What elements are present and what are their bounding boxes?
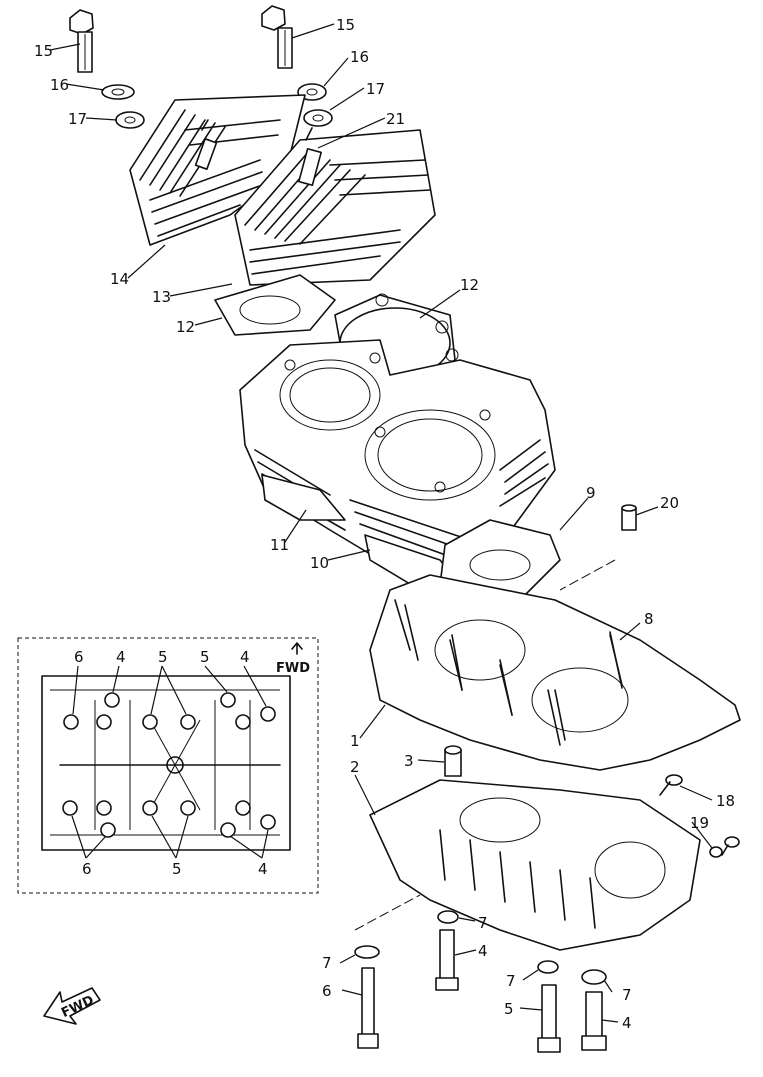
cylinder-head-bolt-right: [261, 5, 293, 69]
callout-7-c: 7: [506, 972, 516, 990]
callout-21: 21: [386, 110, 405, 128]
inset-label-4-bottom: 4: [258, 860, 268, 878]
spark-plug-right: [298, 127, 322, 187]
washer-7-a: [437, 910, 459, 924]
inset-label-4-top-right: 4: [240, 648, 250, 666]
callout-6: 6: [322, 982, 332, 1000]
upper-crankcase: [369, 574, 741, 771]
washer-16-left: [101, 84, 135, 100]
callout-7-b: 7: [322, 954, 332, 972]
callout-17-left: 17: [68, 110, 87, 128]
head-gasket-left: [214, 274, 336, 336]
inset-label-5-bottom: 5: [172, 860, 182, 878]
washer-7-d: [581, 969, 607, 985]
inset-label-6-bottom: 6: [82, 860, 92, 878]
callout-7-d: 7: [622, 986, 632, 1004]
inset-label-6-top: 6: [74, 648, 84, 666]
fwd-up-arrow-icon: [291, 642, 303, 655]
callout-15-left: 15: [34, 42, 53, 60]
washer-17-right: [303, 109, 333, 127]
bolt-4-a: [435, 929, 459, 991]
screw-18: [659, 774, 683, 796]
callout-20: 20: [660, 494, 679, 512]
dowel-pin-20: [621, 504, 637, 531]
spark-plug-left: [194, 119, 218, 171]
callout-18: 18: [716, 792, 735, 810]
washer-7-b: [354, 945, 380, 959]
callout-12-left: 12: [176, 318, 195, 336]
callout-9: 9: [586, 484, 596, 502]
bolt-pattern-inset: FWD: [17, 637, 319, 894]
dowel-3: [444, 745, 462, 777]
cylinder-stud-bolts: [404, 604, 623, 746]
inset-fwd-label: FWD: [276, 661, 310, 676]
fwd-direction-arrow: FWD: [43, 987, 101, 1025]
callout-4-a: 4: [478, 942, 488, 960]
bolt-5: [537, 984, 561, 1053]
washer-17-left: [115, 111, 145, 129]
callout-5: 5: [504, 1000, 514, 1018]
callout-2: 2: [350, 758, 360, 776]
washer-7-c: [537, 960, 559, 974]
cylinder-head-right: [234, 129, 436, 286]
callout-labels: 15 16 17 15 16 17 21 14 13 12 12 11 10 9…: [34, 16, 735, 1032]
lower-crankcase: [369, 779, 701, 951]
callout-15-right: 15: [336, 16, 355, 34]
callout-19: 19: [690, 814, 709, 832]
callout-4-b: 4: [622, 1014, 632, 1032]
callout-3: 3: [404, 752, 414, 770]
callout-8: 8: [644, 610, 654, 628]
callout-10: 10: [310, 554, 329, 572]
base-gasket-11: [261, 474, 346, 521]
callout-14: 14: [110, 270, 129, 288]
inset-frame: [17, 637, 319, 894]
cylinder-head-bolt-left: [69, 9, 94, 73]
inset-label-4-top-left: 4: [116, 648, 126, 666]
bolt-6: [357, 967, 379, 1049]
bolt-4-b: [581, 991, 607, 1051]
callout-11: 11: [270, 536, 289, 554]
leader-lines: [49, 23, 713, 1023]
inset-label-5-top-left: 5: [158, 648, 168, 666]
callout-16-right: 16: [350, 48, 369, 66]
callout-17-right: 17: [366, 80, 385, 98]
callout-13: 13: [152, 288, 171, 306]
callout-1: 1: [350, 732, 360, 750]
washer-19: [709, 846, 723, 858]
callout-12-right: 12: [460, 276, 479, 294]
screw-18b: [721, 836, 740, 856]
callout-7-a: 7: [478, 914, 488, 932]
inset-label-5-top-right: 5: [200, 648, 210, 666]
callout-16-left: 16: [50, 76, 69, 94]
